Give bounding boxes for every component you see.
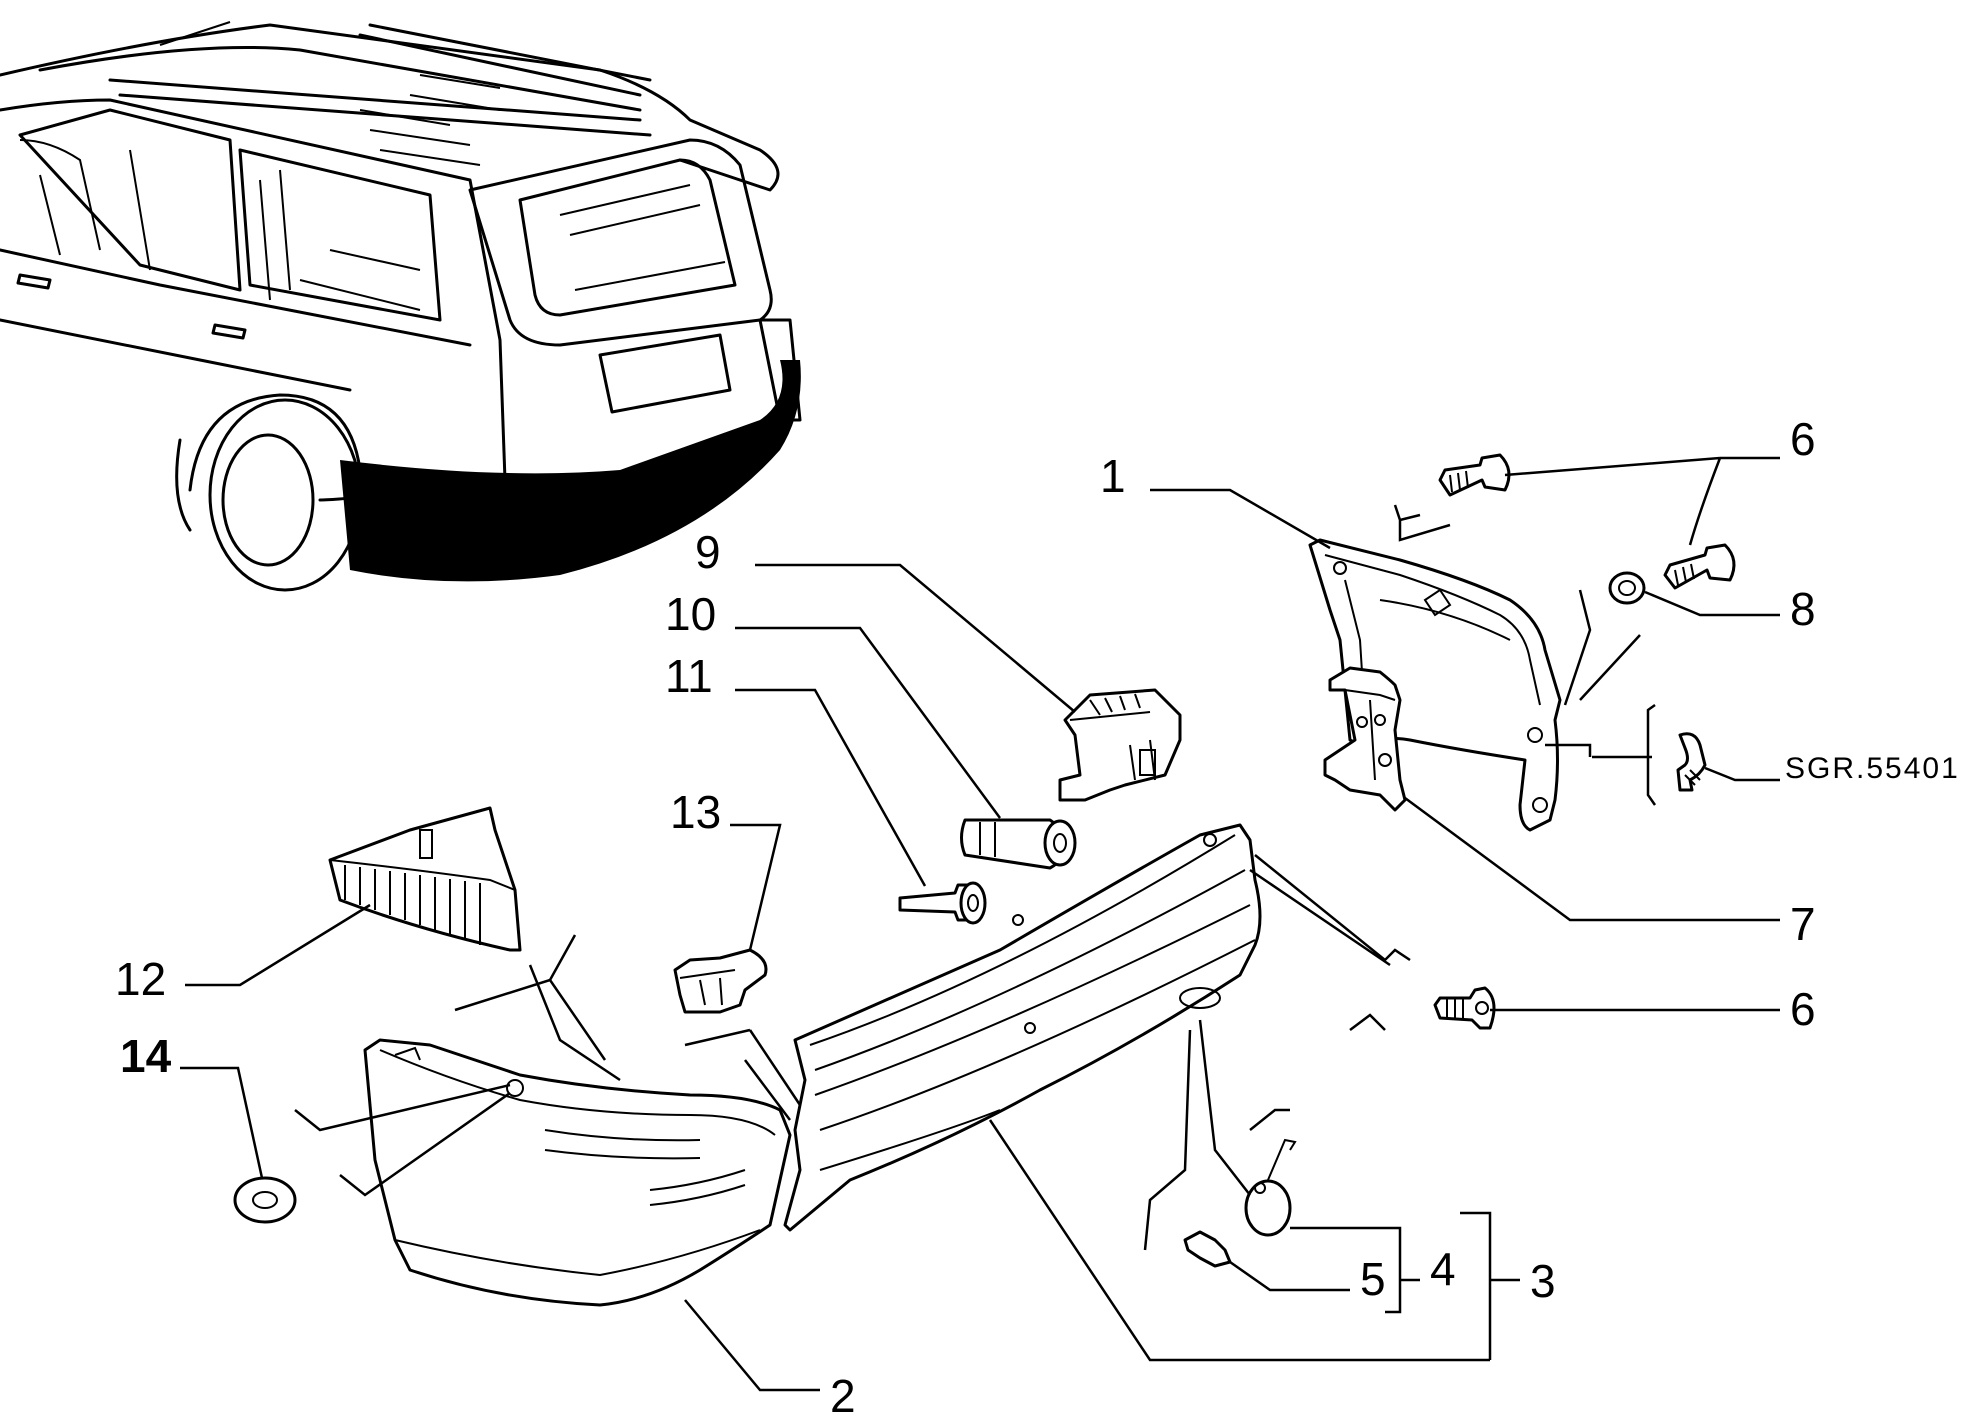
part-12-reflector: [328, 806, 522, 952]
part-6-screw-lower: [1433, 986, 1496, 1030]
part-14-washer: [233, 1176, 297, 1224]
reference-code-sgr: SGR.55401: [1785, 752, 1960, 785]
part-11-bushing: [898, 881, 987, 925]
callout-7: 7: [1790, 898, 1816, 950]
callout-13: 13: [670, 786, 721, 838]
callout-labels: 1 2 3 4 5 6 6 7 8 9 10 11 12 13 14 SGR.5…: [115, 413, 1960, 1417]
callout-11: 11: [665, 650, 713, 702]
highlighted-rear-bumper: [340, 360, 801, 582]
part-13-clip: [673, 948, 768, 1014]
part-2-bumper-corner-cover: [363, 1038, 792, 1307]
part-3-rear-bumper-beam: [783, 823, 1262, 1232]
callout-1: 1: [1100, 450, 1126, 502]
callout-2: 2: [830, 1370, 856, 1417]
callout-6-lower: 6: [1790, 983, 1816, 1035]
leader-lines: [180, 456, 1780, 1392]
part-10-bushing: [960, 818, 1077, 870]
callout-4: 4: [1430, 1243, 1456, 1295]
part-9-clip: [1058, 688, 1182, 802]
callout-6-upper: 6: [1790, 413, 1816, 465]
part-4-tow-hook-cover: [1244, 1138, 1297, 1237]
part-5-cover-clip: [1183, 1230, 1232, 1268]
part-6-screw-upper-left: [1438, 453, 1511, 497]
part-6-screw-upper-right: [1663, 543, 1736, 590]
car-illustration: [0, 21, 802, 592]
callout-10: 10: [665, 588, 716, 640]
callout-12: 12: [115, 953, 166, 1005]
callout-14: 14: [120, 1030, 172, 1082]
callout-8: 8: [1790, 583, 1816, 635]
sgr-clip-icon: [1676, 732, 1707, 792]
callout-9: 9: [695, 526, 721, 578]
part-8-nut: [1608, 571, 1646, 605]
callout-3: 3: [1530, 1255, 1556, 1307]
callout-5: 5: [1360, 1253, 1386, 1305]
part-7-bracket: [1323, 666, 1407, 812]
